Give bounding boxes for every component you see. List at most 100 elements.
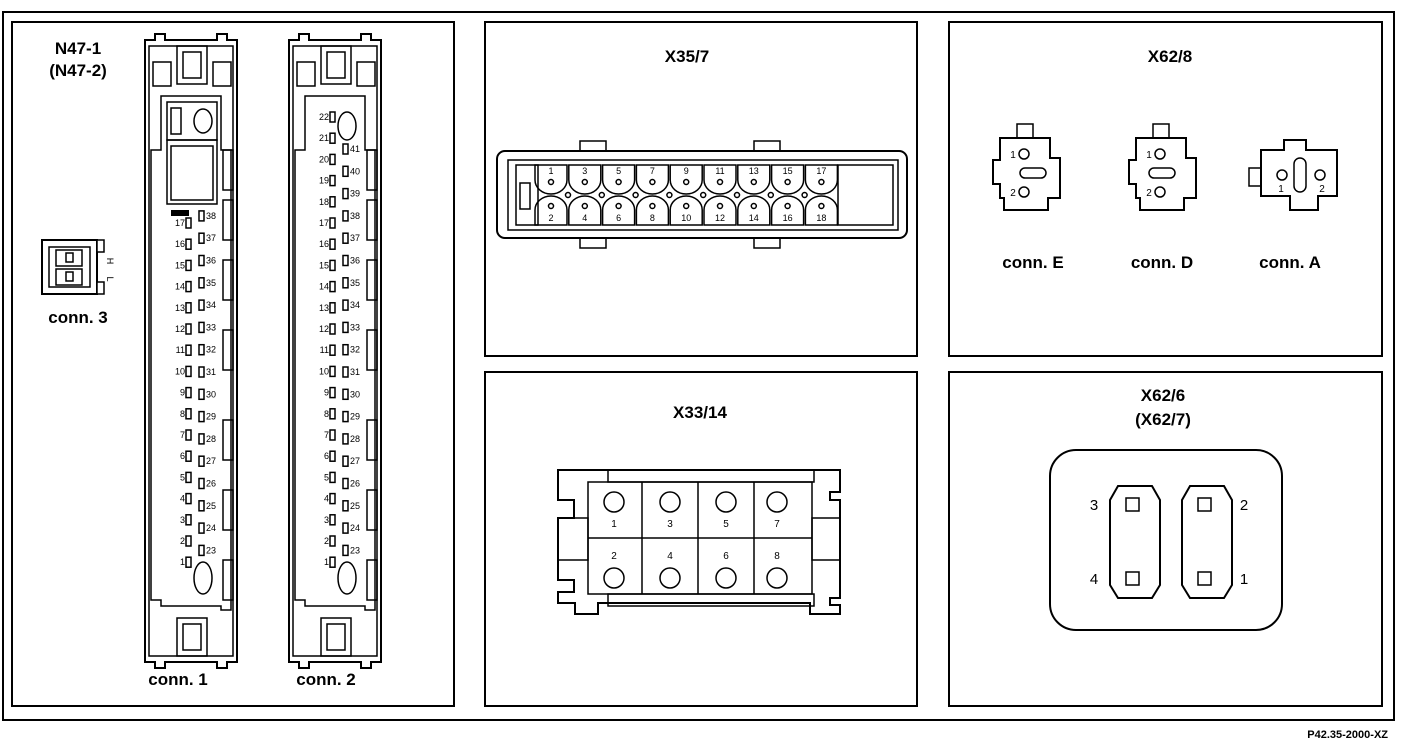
- x35-pin-12-cell: [703, 195, 737, 226]
- conn1-pin-35: [198, 277, 205, 289]
- conn1-pin-38: [198, 210, 205, 222]
- conn2-pin-33: [342, 321, 349, 334]
- conn1-pin-15-label: 15: [175, 260, 185, 270]
- conn2-pin-23-label: 23: [350, 545, 360, 555]
- x35-pin-14-label: 14: [749, 213, 759, 223]
- x62-6-housing: [1049, 449, 1283, 631]
- conn1-pin-9: [185, 386, 192, 399]
- x33-pin-6: [715, 567, 737, 589]
- conn2-pin-36: [342, 254, 349, 267]
- conn1-pin-26: [198, 477, 205, 490]
- conn2-pin-24-label: 24: [350, 523, 360, 533]
- conn2-pin-23: [342, 544, 349, 557]
- conn2-pin-8: [329, 408, 336, 420]
- conn2-pin-26-label: 26: [350, 479, 360, 489]
- conn2-pin-20-label: 20: [319, 154, 329, 164]
- conn1-pin-35-label: 35: [206, 278, 216, 288]
- x35-pin-4-cell: [568, 195, 602, 226]
- conn1-label: conn. 1: [148, 670, 208, 689]
- conn1-pin-25-label: 25: [206, 501, 216, 511]
- x35-pin-5-cell: [601, 164, 636, 195]
- conn1-pin-8-label: 8: [180, 409, 185, 419]
- panel-x33-border: [484, 371, 918, 707]
- conn1-pin-23-label: 23: [206, 545, 216, 555]
- conn2-pin-18-label: 18: [319, 197, 329, 207]
- x33-pin-3-label: 3: [667, 519, 673, 530]
- x33-pin-2-label: 2: [611, 551, 617, 562]
- panel-x62-6-border: [948, 371, 1383, 707]
- x35-pin-7-label: 7: [650, 166, 655, 176]
- x33-pin-7: [766, 491, 788, 513]
- x62-6-pin-4: 4: [1090, 571, 1098, 588]
- conn2-pin-1: [329, 556, 336, 568]
- reference-code: P42.35-2000-XZ: [1307, 729, 1388, 741]
- panel-x35-border: [484, 21, 918, 357]
- conn1-pin-5: [185, 471, 192, 484]
- conn1-pin-23: [198, 544, 205, 557]
- conn2-pin-6-label: 6: [324, 451, 329, 461]
- x35-pin-2-cell: [534, 195, 568, 226]
- conn-d-connector: 1 2: [1128, 123, 1197, 211]
- conn2-pin-19: [329, 174, 336, 187]
- x35-pin-10-cell: [669, 195, 703, 226]
- conn2-pin-22: [329, 111, 336, 123]
- conn2-pin-25-label: 25: [350, 501, 360, 511]
- x35-pin-11-cell: [703, 164, 737, 195]
- conn2-pin-14: [329, 280, 336, 293]
- conn1-pin-27: [198, 455, 205, 467]
- conn2-pin-38: [342, 210, 349, 222]
- x62-6-pin-3: 3: [1090, 497, 1098, 514]
- conn1-pin-10-label: 10: [175, 366, 185, 376]
- x35-pin-6-cell: [601, 195, 636, 226]
- conn2-pin-16-label: 16: [319, 239, 329, 249]
- x33-pin-8-label: 8: [774, 551, 780, 562]
- conn2-pin-17: [329, 217, 336, 229]
- conn2-pin-11: [329, 344, 336, 356]
- x33-pin-4: [659, 567, 681, 589]
- x35-pin-11-label: 11: [715, 166, 724, 176]
- conn1-pin-29: [198, 410, 205, 423]
- conn2-pin-40: [342, 165, 349, 178]
- conn2-pin-37-label: 37: [350, 233, 360, 243]
- x35-pin-13-label: 13: [749, 166, 759, 176]
- conn2-pin-7-label: 7: [324, 430, 329, 440]
- conn2-pin-28: [342, 433, 349, 445]
- conn2-pin-8-label: 8: [324, 409, 329, 419]
- conn2-pin-13: [329, 302, 336, 314]
- x35-pin-18-cell: [804, 195, 839, 226]
- conn2-pin-16: [329, 238, 336, 250]
- conn1-pin-31: [198, 366, 205, 378]
- x35-title: X35/7: [665, 47, 709, 66]
- x33-pin-4-label: 4: [667, 551, 673, 562]
- conn1-pin-5-label: 5: [180, 472, 185, 482]
- conn1-pin-6-label: 6: [180, 451, 185, 461]
- conn1-pin-11: [185, 344, 192, 356]
- conn2-pin-27: [342, 455, 349, 467]
- conn2-pin-15: [329, 259, 336, 272]
- conn1-pin-30-label: 30: [206, 389, 216, 399]
- x33-pin-6-label: 6: [723, 551, 729, 562]
- conn1-pin-32-label: 32: [206, 345, 216, 355]
- conn1-pin-25: [198, 500, 205, 512]
- conn2-pin-4: [329, 492, 336, 505]
- conn-d-pin-2: 2: [1146, 188, 1152, 199]
- conn2-pin-30: [342, 388, 349, 401]
- conn1-pin-16-label: 16: [175, 239, 185, 249]
- conn1-pin-6: [185, 450, 192, 462]
- conn2-pin-7: [329, 429, 336, 441]
- conn2-pin-28-label: 28: [350, 434, 360, 444]
- conn2-pin-35: [342, 277, 349, 289]
- conn2-pin-20: [329, 153, 336, 166]
- conn1-pin-1: [185, 556, 192, 568]
- conn1-pin-9-label: 9: [180, 388, 185, 398]
- conn1-pin-31-label: 31: [206, 367, 216, 377]
- x33-title: X33/14: [673, 403, 727, 422]
- panel-x62-8: X62/8 1 2 conn. E 1 2 conn. D: [948, 21, 1383, 357]
- conn1-pin-33: [198, 321, 205, 334]
- conn2-pin-26: [342, 477, 349, 490]
- conn-d-label: conn. D: [1131, 253, 1193, 272]
- x35-pin-17-label: 17: [816, 166, 826, 176]
